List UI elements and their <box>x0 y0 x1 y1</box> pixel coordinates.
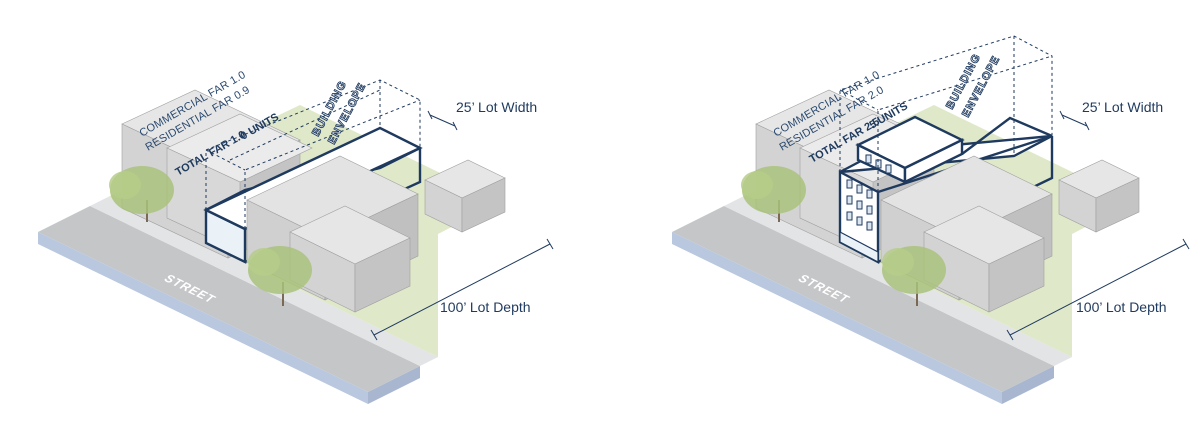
neighbor-building-corner <box>289 205 411 313</box>
lot-width-label: 25’ Lot Width <box>1082 99 1163 115</box>
curb-edge <box>38 232 368 404</box>
street-surface <box>38 206 420 392</box>
curb-edge <box>672 232 1002 404</box>
curb-end <box>1002 366 1054 404</box>
building-envelope-outline <box>839 35 1053 192</box>
lot-depth-dimension: 100’ Lot Depth <box>370 238 554 341</box>
tree-icon <box>882 246 946 306</box>
lot-depth-dimension: 100’ Lot Depth <box>1006 238 1190 341</box>
street-block: STREET <box>672 197 1072 404</box>
lot-width-dimension: 25’ Lot Width <box>1059 99 1163 131</box>
curb-end <box>368 366 420 404</box>
tree-icon <box>109 166 174 222</box>
subject-building <box>838 115 1054 264</box>
street-surface <box>672 206 1054 392</box>
lot-width-dimension: 25’ Lot Width <box>427 99 537 131</box>
lot-width-label: 25’ Lot Width <box>456 99 537 115</box>
neighbor-building-corner <box>923 205 1045 313</box>
neighbor-building-back <box>1058 159 1140 233</box>
neighbor-building-back <box>424 159 506 233</box>
tree-icon <box>248 246 312 306</box>
scenario-2: STREET COMMERCIAL FAR 1.0 RESIDENTIAL FA… <box>672 35 1190 404</box>
lot-depth-label: 100’ Lot Depth <box>1076 299 1167 315</box>
building-envelope-outline <box>205 79 421 229</box>
tree-icon <box>741 166 806 222</box>
lot-depth-label: 100’ Lot Depth <box>440 299 531 315</box>
scenario-1: STREET COMMERCIAL FAR 1.0 RESIDENTIAL FA… <box>38 69 554 404</box>
window-grid <box>846 154 892 231</box>
